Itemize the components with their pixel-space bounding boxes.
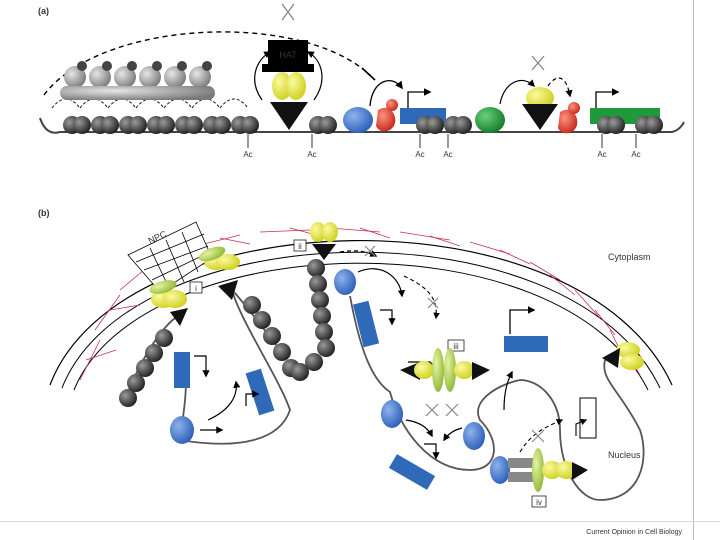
nuclear-envelope [49, 240, 673, 391]
credit-line: Current Opinion in Cell Biology [586, 529, 682, 536]
bottom-border [0, 521, 720, 522]
ac-label: Ac [415, 150, 424, 159]
acetylation-marks: Ac Ac Ac Ac Ac Ac [243, 134, 641, 159]
label-ii: ii [298, 242, 302, 251]
chromatin-column-ii [291, 222, 440, 381]
ac-label: Ac [631, 150, 640, 159]
nucleosome [91, 116, 119, 134]
panel-a-label: (a) [38, 6, 49, 16]
label-iii: iii [453, 342, 459, 351]
tether-complex-right [602, 342, 644, 370]
nucleosome [231, 116, 259, 134]
cytoplasm-label: Cytoplasm [608, 252, 651, 262]
inhibition-bar [361, 67, 376, 81]
right-border [693, 0, 694, 540]
nucleosome [203, 116, 231, 134]
hat-complex: HAT [254, 40, 323, 130]
chromatin-loop-iv [490, 306, 645, 501]
dna-strand-a [39, 117, 685, 134]
ac-label: Ac [307, 150, 316, 159]
ac-label: Ac [597, 150, 606, 159]
roman-labels: i ii iii iv [189, 239, 547, 508]
chromatin-loop-iii [349, 295, 521, 490]
panel-b-label: (b) [38, 208, 50, 218]
label-iv: iv [536, 498, 542, 507]
silencing-proteins [51, 61, 249, 109]
nucleosome [63, 116, 91, 134]
chromatin-loop-i [119, 280, 291, 445]
ac-label: Ac [243, 150, 252, 159]
active-gene-blue [343, 80, 472, 134]
nucleosome [309, 116, 337, 134]
nucleosome [147, 116, 175, 134]
tether-complex-upper [198, 246, 300, 377]
nucleosome [175, 116, 203, 134]
label-i: i [195, 284, 197, 293]
ac-label: Ac [443, 150, 452, 159]
active-gene-green [475, 55, 663, 134]
nucleosome-array-a [63, 116, 259, 134]
nucleosome [119, 116, 147, 134]
blocked-x-mark [281, 3, 295, 21]
hat-label: HAT [279, 50, 297, 60]
nucleus-label: Nucleus [608, 450, 641, 460]
